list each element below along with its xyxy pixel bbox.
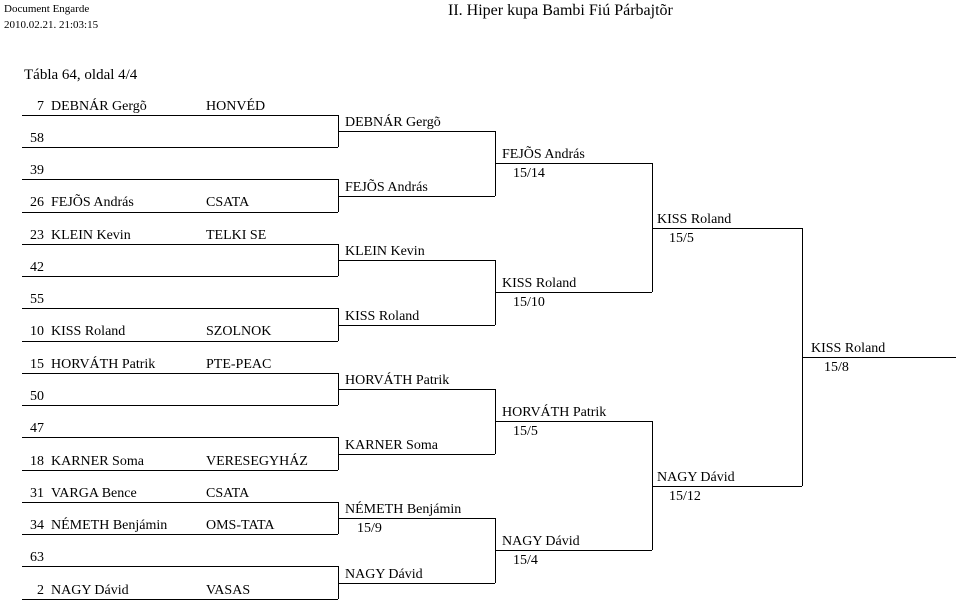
bracket-line bbox=[338, 518, 495, 519]
seed-number: 10 bbox=[30, 324, 44, 339]
winner-name: KISS Roland bbox=[345, 309, 420, 324]
seed-number: 50 bbox=[30, 389, 44, 404]
bracket-line bbox=[22, 244, 338, 245]
timestamp: 2010.02.21. 21:03:15 bbox=[4, 19, 99, 31]
bracket-line bbox=[338, 131, 495, 132]
bracket-line bbox=[22, 147, 338, 148]
bout-score: 15/14 bbox=[513, 166, 545, 181]
seed-number: 2 bbox=[37, 583, 44, 598]
bracket-line bbox=[22, 470, 338, 471]
fencer-name: HORVÁTH Patrik bbox=[51, 357, 156, 372]
bracket-line bbox=[338, 196, 495, 197]
winner-name: NAGY Dávid bbox=[657, 470, 735, 485]
seed-number: 7 bbox=[37, 99, 44, 114]
bracket-line bbox=[338, 325, 495, 326]
bracket-line bbox=[495, 292, 652, 293]
seed-number: 18 bbox=[30, 454, 44, 469]
winner-name: KARNER Soma bbox=[345, 438, 438, 453]
table-subtitle: Tábla 64, oldal 4/4 bbox=[24, 67, 138, 83]
fencer-name: NÉMETH Benjámin bbox=[51, 518, 168, 533]
bracket-line bbox=[338, 454, 495, 455]
fencer-club: VERESEGYHÁZ bbox=[206, 454, 308, 469]
fencer-club: TELKI SE bbox=[206, 228, 267, 243]
fencer-name: DEBNÁR Gergõ bbox=[51, 99, 147, 114]
seed-number: 58 bbox=[30, 131, 44, 146]
bracket-connector bbox=[652, 163, 653, 292]
winner-name: HORVÁTH Patrik bbox=[345, 373, 450, 388]
bout-score: 15/4 bbox=[513, 553, 538, 568]
seed-number: 23 bbox=[30, 228, 44, 243]
fencer-club: SZOLNOK bbox=[206, 324, 272, 339]
bracket-line bbox=[22, 502, 338, 503]
bout-score: 15/9 bbox=[357, 521, 382, 536]
bout-score: 15/12 bbox=[669, 489, 701, 504]
fencer-name: KARNER Soma bbox=[51, 454, 144, 469]
bracket-line bbox=[338, 260, 495, 261]
bracket-line bbox=[495, 550, 652, 551]
bracket-line bbox=[652, 486, 802, 487]
winner-name: FEJÕS András bbox=[345, 180, 428, 195]
seed-number: 39 bbox=[30, 163, 44, 178]
fencer-club: CSATA bbox=[206, 195, 250, 210]
bracket-connector bbox=[338, 308, 339, 341]
seed-number: 26 bbox=[30, 195, 44, 210]
fencer-club: VASAS bbox=[206, 583, 251, 598]
winner-name: NAGY Dávid bbox=[345, 567, 423, 582]
bracket-line bbox=[22, 179, 338, 180]
fencer-name: VARGA Bence bbox=[51, 486, 137, 501]
seed-number: 31 bbox=[30, 486, 44, 501]
bracket-line bbox=[652, 228, 802, 229]
bracket-line bbox=[22, 115, 338, 116]
bracket-line bbox=[495, 421, 652, 422]
bracket-line bbox=[22, 405, 338, 406]
page-title: II. Hiper kupa Bambi Fiú Párbajtõr bbox=[448, 2, 673, 19]
winner-name: KISS Roland bbox=[657, 212, 732, 227]
bracket-line bbox=[22, 566, 338, 567]
bracket-line bbox=[495, 163, 652, 164]
winner-name: HORVÁTH Patrik bbox=[502, 405, 607, 420]
seed-number: 34 bbox=[30, 518, 44, 533]
fencer-name: KLEIN Kevin bbox=[51, 228, 131, 243]
bracket-line bbox=[338, 389, 495, 390]
bracket-line bbox=[22, 534, 338, 535]
bout-score: 15/5 bbox=[669, 231, 694, 246]
fencer-name: KISS Roland bbox=[51, 324, 126, 339]
champion-name: KISS Roland bbox=[811, 341, 886, 356]
fencer-club: HONVÉD bbox=[206, 99, 266, 114]
document-name: Document Engarde bbox=[4, 3, 90, 15]
seed-number: 42 bbox=[30, 260, 44, 275]
bout-score: 15/10 bbox=[513, 295, 545, 310]
fencer-name: NAGY Dávid bbox=[51, 583, 129, 598]
fencer-club: CSATA bbox=[206, 486, 250, 501]
bracket-line bbox=[802, 357, 956, 358]
bracket-line bbox=[22, 276, 338, 277]
seed-number: 47 bbox=[30, 421, 44, 436]
seed-number: 15 bbox=[30, 357, 44, 372]
winner-name: NÉMETH Benjámin bbox=[345, 502, 462, 517]
bout-score: 15/8 bbox=[824, 360, 849, 375]
bracket-line bbox=[22, 212, 338, 213]
bracket-connector bbox=[338, 566, 339, 599]
fencer-club: OMS-TATA bbox=[206, 518, 275, 533]
winner-name: KISS Roland bbox=[502, 276, 577, 291]
bracket-line bbox=[22, 437, 338, 438]
fencer-club: PTE-PEAC bbox=[206, 357, 272, 372]
bracket-line bbox=[22, 308, 338, 309]
bracket-connector bbox=[338, 179, 339, 212]
fencer-name: FEJÕS András bbox=[51, 195, 134, 210]
bracket-line bbox=[22, 599, 338, 600]
winner-name: FEJÕS András bbox=[502, 147, 585, 162]
bracket-connector bbox=[338, 437, 339, 470]
bracket-line bbox=[338, 583, 495, 584]
seed-number: 63 bbox=[30, 550, 44, 565]
winner-name: DEBNÁR Gergõ bbox=[345, 115, 441, 130]
bracket-line bbox=[22, 341, 338, 342]
bracket-connector bbox=[652, 421, 653, 550]
bracket-line bbox=[22, 373, 338, 374]
bout-score: 15/5 bbox=[513, 424, 538, 439]
winner-name: NAGY Dávid bbox=[502, 534, 580, 549]
seed-number: 55 bbox=[30, 292, 44, 307]
winner-name: KLEIN Kevin bbox=[345, 244, 425, 259]
